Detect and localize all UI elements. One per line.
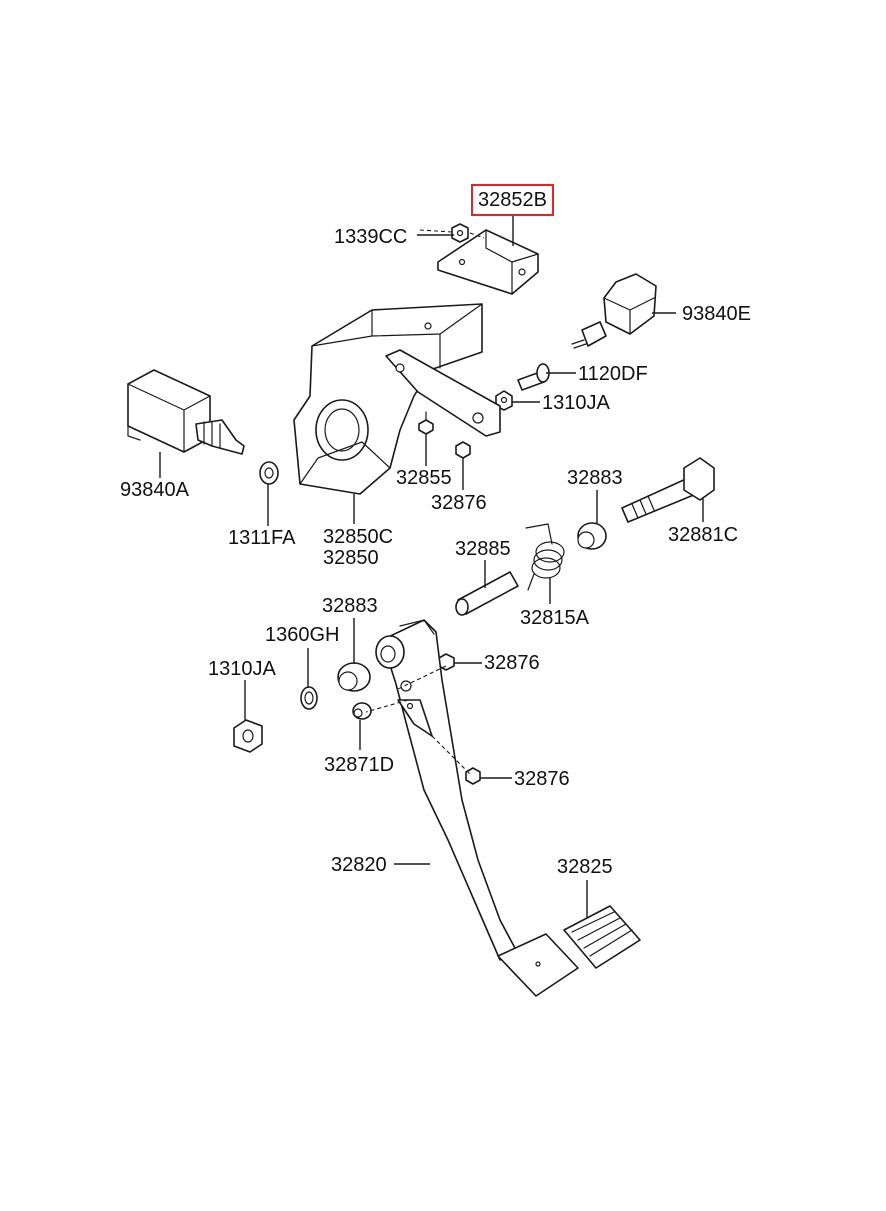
part-label-32825[interactable]: 32825	[557, 856, 613, 878]
part-label-32876-b[interactable]: 32876	[484, 652, 540, 674]
nut-32876-c[interactable]	[465, 767, 481, 785]
nut-1339cc[interactable]	[451, 223, 469, 243]
part-label-32871d[interactable]: 32871D	[324, 754, 395, 776]
part-label-32883-mid[interactable]: 32883	[322, 595, 378, 617]
part-label-32852b[interactable]: 32852B	[471, 184, 554, 216]
switch-93840e[interactable]	[571, 273, 657, 349]
part-label-32855[interactable]: 32855	[396, 467, 452, 489]
bracket-plate-32852b[interactable]	[437, 229, 539, 295]
part-label-93840a[interactable]: 93840A	[120, 479, 189, 501]
bolt-32881c[interactable]	[621, 457, 715, 523]
nut-1310ja-mid[interactable]	[233, 719, 263, 753]
part-label-1339cc[interactable]: 1339CC	[334, 226, 408, 248]
part-label-1310ja-mid[interactable]: 1310JA	[208, 658, 276, 680]
part-label-32850[interactable]: 32850	[323, 547, 379, 569]
pedal-arm-32820[interactable]	[375, 619, 579, 997]
spring-32815a[interactable]	[525, 523, 565, 591]
assembly-line-lower-nut	[431, 735, 471, 775]
part-label-32815a[interactable]: 32815A	[520, 607, 589, 629]
assembly-line-pedal-nut	[365, 665, 447, 713]
part-label-32850c[interactable]: 32850C	[323, 526, 394, 548]
switch-93840a[interactable]	[127, 369, 245, 455]
leader-lines	[159, 214, 704, 918]
part-label-32876-a[interactable]: 32876	[431, 492, 487, 514]
part-label-32876-c[interactable]: 32876	[514, 768, 570, 790]
bushing-32871d[interactable]	[352, 702, 372, 720]
stud-32855[interactable]	[418, 411, 434, 435]
part-label-32885[interactable]: 32885	[455, 538, 511, 560]
sleeve-32885[interactable]	[455, 571, 519, 616]
part-label-93840e[interactable]: 93840E	[682, 303, 751, 325]
part-label-1311fa[interactable]: 1311FA	[228, 527, 296, 549]
pedal-pad-32825[interactable]	[563, 905, 641, 969]
nut-1311fa[interactable]	[259, 461, 279, 485]
part-label-1360gh[interactable]: 1360GH	[265, 624, 340, 646]
assembly-line-pivot	[419, 229, 485, 239]
part-label-32883-top[interactable]: 32883	[567, 467, 623, 489]
part-label-1120df[interactable]: 1120DF	[578, 363, 648, 385]
washer-1360gh[interactable]	[300, 686, 318, 710]
part-label-1310ja-top[interactable]: 1310JA	[542, 392, 610, 414]
bolt-1120df[interactable]	[517, 363, 550, 391]
nut-32876-a[interactable]	[455, 441, 471, 459]
pedal-mount-bracket-32850c[interactable]	[293, 303, 501, 495]
part-label-32820[interactable]: 32820	[331, 854, 387, 876]
part-label-32881c[interactable]: 32881C	[668, 524, 739, 546]
bushing-32883-top[interactable]	[577, 522, 607, 550]
bushing-32883-mid[interactable]	[337, 662, 371, 692]
